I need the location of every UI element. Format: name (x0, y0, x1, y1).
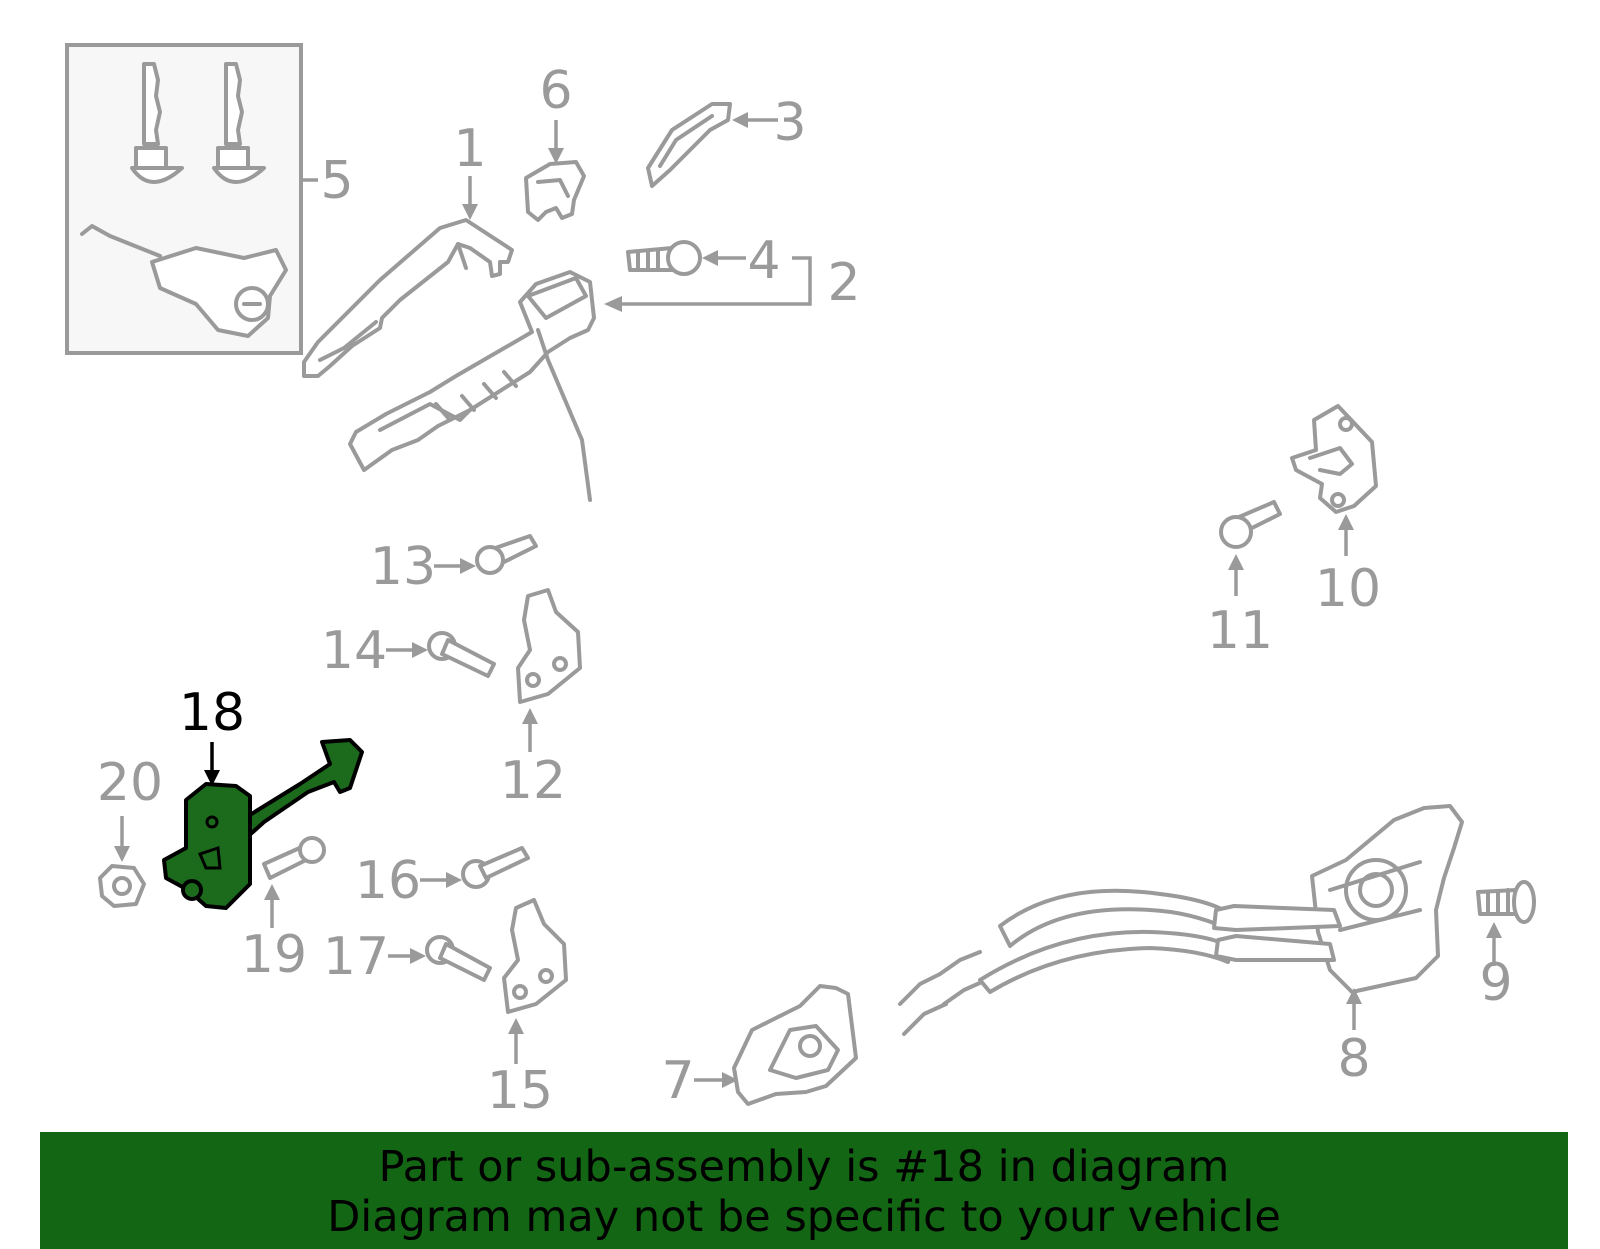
part-14-bolt[interactable] (427, 631, 496, 678)
callout-3: 3 (773, 93, 806, 153)
callout-20: 20 (97, 753, 163, 813)
callout-8: 8 (1337, 1029, 1370, 1089)
part-10-striker[interactable] (1290, 404, 1378, 514)
part-4-screw[interactable] (626, 240, 702, 276)
callout-18: 18 (179, 683, 245, 743)
callout-12: 12 (500, 751, 566, 811)
callout-14: 14 (321, 621, 387, 681)
part-11-screw[interactable] (1219, 500, 1282, 549)
part-16-bolt[interactable] (461, 846, 530, 889)
callout-labels: 1 6 3 4 2 5 13 14 12 16 17 15 18 19 20 1… (97, 61, 1513, 1121)
part-8-door-latch[interactable] (898, 804, 1464, 1036)
part-7-latch-cover[interactable] (732, 984, 858, 1106)
callout-11: 11 (1207, 601, 1273, 661)
callout-7: 7 (661, 1051, 694, 1111)
part-19-bolt[interactable] (262, 836, 326, 880)
part-1-outside-handle[interactable] (302, 218, 514, 378)
callout-19: 19 (241, 925, 307, 985)
info-banner: Part or sub-assembly is #18 in diagram D… (40, 1132, 1568, 1249)
banner-line-2: Diagram may not be specific to your vehi… (327, 1192, 1281, 1242)
part-13-bolt[interactable] (475, 534, 538, 575)
part-6-handle-cap[interactable] (524, 160, 586, 222)
callout-1: 1 (453, 119, 486, 179)
callout-15: 15 (487, 1061, 553, 1121)
part-15-lower-hinge[interactable] (502, 898, 568, 1014)
part-3-gasket[interactable] (646, 102, 732, 188)
callout-6: 6 (539, 61, 572, 121)
part-12-upper-hinge[interactable] (516, 588, 582, 704)
callout-10: 10 (1315, 559, 1381, 619)
callout-16: 16 (355, 851, 421, 911)
part-20-nut[interactable] (98, 864, 146, 908)
callout-9: 9 (1479, 953, 1512, 1013)
part-2-handle-bracket[interactable] (348, 270, 596, 502)
key-right (212, 62, 266, 184)
callout-4: 4 (747, 231, 780, 291)
callout-13: 13 (370, 537, 436, 597)
leader-lines (114, 112, 1502, 1088)
callout-5: 5 (320, 151, 353, 211)
part-17-bolt[interactable] (425, 935, 492, 982)
key-left (130, 62, 184, 184)
part-5-lock-cylinder-kit[interactable] (65, 43, 303, 355)
part-9-screw[interactable] (1476, 880, 1536, 924)
part-18-door-check[interactable] (162, 738, 364, 910)
banner-line-1: Part or sub-assembly is #18 in diagram (378, 1142, 1230, 1192)
callout-17: 17 (323, 927, 389, 987)
lock-cylinder (80, 224, 288, 338)
callout-2: 2 (827, 253, 860, 313)
